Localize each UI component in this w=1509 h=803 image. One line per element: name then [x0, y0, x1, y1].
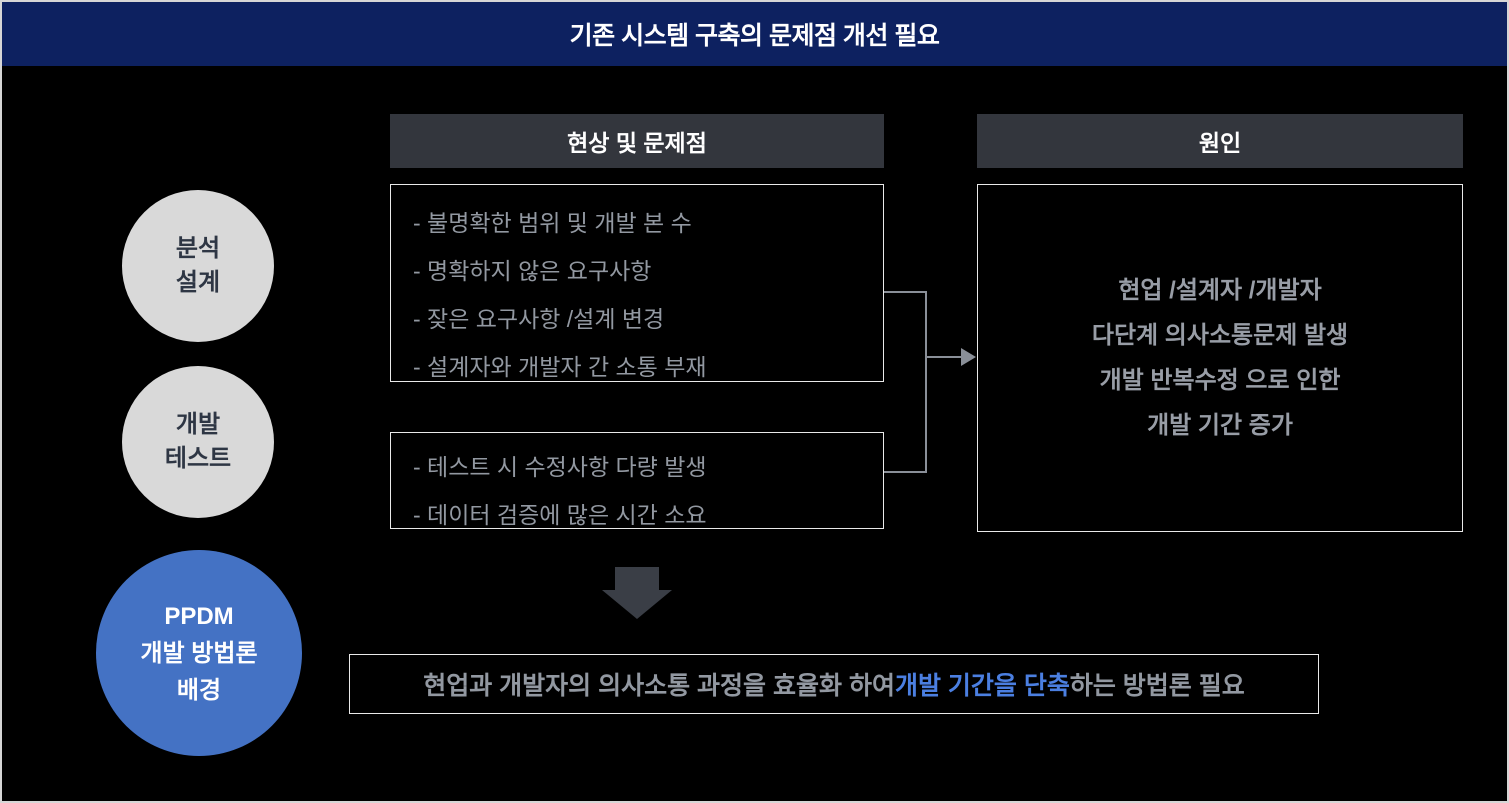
stage-circle-dev-test: 개발 테스트 — [122, 366, 274, 518]
problems-header: 현상 및 문제점 — [390, 114, 884, 168]
cause-header: 원인 — [977, 114, 1463, 168]
problems-box-2: - 테스트 시 수정사항 다량 발생 - 데이터 검증에 많은 시간 소요 — [390, 432, 884, 529]
problem-item: - 데이터 검증에 많은 시간 소요 — [413, 502, 707, 528]
cause-header-label: 원인 — [1198, 130, 1242, 156]
flow-connector-top — [884, 291, 927, 293]
title-bar: 기존 시스템 구축의 문제점 개선 필요 — [2, 2, 1507, 66]
cause-box: 현업 /설계자 /개발자 다단계 의사소통문제 발생 개발 반복수정 으로 인한… — [977, 184, 1463, 532]
conclusion-text-prefix: 현업과 개발자의 의사소통 과정을 효율화 하여 — [423, 672, 895, 700]
problems-box-1: - 불명확한 범위 및 개발 본 수 - 명확하지 않은 요구사항 - 잦은 요… — [390, 184, 884, 382]
problem-item: - 잦은 요구사항 /설계 변경 — [413, 306, 665, 332]
down-arrow-icon — [615, 567, 659, 590]
problems-header-label: 현상 및 문제점 — [567, 130, 707, 156]
cause-line: 다단계 의사소통문제 발생 — [1091, 322, 1349, 349]
problem-item: - 불명확한 범위 및 개발 본 수 — [413, 210, 692, 236]
stage-circle-analysis-design: 분석 설계 — [122, 190, 274, 342]
cause-line: 개발 반복수정 으로 인한 — [1099, 367, 1341, 394]
circle-label-line: 분석 — [175, 235, 221, 262]
circle-label-line: 개발 — [175, 411, 221, 438]
conclusion-text-suffix: 하는 방법론 필요 — [1069, 672, 1245, 700]
circle-label-line: PPDM — [164, 602, 234, 630]
cause-line: 현업 /설계자 /개발자 — [1118, 277, 1322, 304]
problem-item: - 명확하지 않은 요구사항 — [413, 258, 652, 284]
right-arrowhead-icon — [961, 348, 976, 366]
circle-label-line: 배경 — [176, 676, 222, 704]
flow-connector-vertical — [925, 291, 927, 473]
stage-circle-ppdm-background: PPDM 개발 방법론 배경 — [96, 550, 302, 756]
cause-line: 개발 기간 증가 — [1147, 412, 1293, 439]
flow-connector-to-cause — [925, 356, 963, 358]
problem-item: - 설계자와 개발자 간 소통 부재 — [413, 354, 707, 380]
conclusion-text-highlight: 개발 기간을 단축 — [894, 672, 1070, 700]
circle-label-line: 개발 방법론 — [140, 639, 258, 667]
circle-label-line: 설계 — [175, 269, 221, 296]
circle-label-line: 테스트 — [164, 445, 232, 472]
flow-connector-bottom — [884, 471, 927, 473]
page-title: 기존 시스템 구축의 문제점 개선 필요 — [569, 22, 940, 50]
problem-item: - 테스트 시 수정사항 다량 발생 — [413, 454, 707, 480]
down-arrow-icon — [602, 590, 672, 619]
